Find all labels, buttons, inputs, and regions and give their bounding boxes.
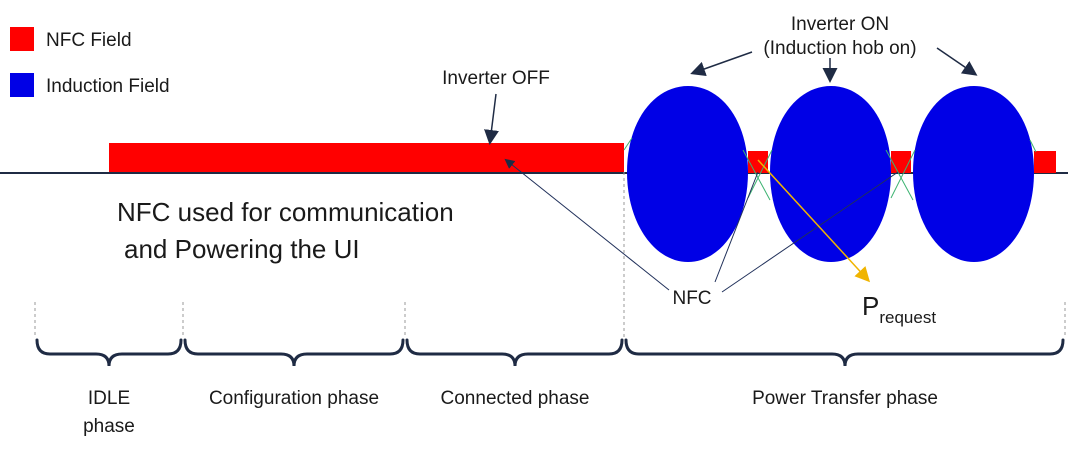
inverter-on-label: Inverter ON: [791, 14, 889, 35]
inverter-on-arrow-left: [690, 51, 753, 77]
nfc-field-bar: [109, 143, 624, 172]
legend-nfc-label: NFC Field: [46, 30, 132, 51]
nfc-pulse-2: [891, 151, 911, 173]
brace-idle: [35, 338, 183, 367]
nfc-pointer-to-pulse-2: [721, 171, 899, 293]
inverter-off-arrow: [484, 93, 499, 145]
p-request-arrow: [757, 159, 871, 283]
brace-configuration: [183, 338, 405, 367]
phase-label-idle-1: IDLE: [88, 388, 130, 409]
induction-lobe-2: [770, 86, 891, 262]
phase-label-connected: Connected phase: [441, 388, 590, 409]
legend-induction-label: Induction Field: [46, 76, 170, 97]
phase-label-configuration: Configuration phase: [209, 388, 379, 409]
induction-lobe-3: [913, 86, 1034, 262]
phase-boundaries: [34, 172, 1066, 338]
nfc-usage-line-1: NFC used for communication: [117, 197, 454, 227]
nfc-pointer-to-bar: [504, 158, 670, 291]
nfc-usage-line-2: and Powering the UI: [124, 234, 360, 264]
p-request-label: Prequest: [862, 291, 936, 327]
p-request-subscript: request: [879, 308, 936, 327]
inverter-on-sublabel: (Induction hob on): [763, 38, 916, 59]
nfc-pointer-label: NFC: [672, 288, 711, 309]
legend-induction-swatch: [10, 73, 34, 97]
induction-lobe-1: [627, 86, 748, 262]
legend: NFC Field Induction Field: [10, 27, 170, 97]
p-request-main: P: [862, 291, 879, 321]
nfc-pulse-3: [1034, 151, 1056, 173]
legend-nfc-swatch: [10, 27, 34, 51]
nfc-pointer-to-pulse-1: [714, 171, 759, 283]
brace-power-transfer: [624, 338, 1065, 367]
inverter-on-arrow-right: [936, 47, 978, 76]
lobe-edge-lines: [623, 137, 1037, 201]
phase-label-idle-2: phase: [83, 416, 135, 437]
inverter-off-label: Inverter OFF: [442, 68, 550, 89]
nfc-pulse-1: [748, 151, 768, 173]
brace-connected: [405, 338, 624, 367]
phase-braces: [35, 338, 1065, 367]
phase-label-power-transfer: Power Transfer phase: [752, 388, 938, 409]
